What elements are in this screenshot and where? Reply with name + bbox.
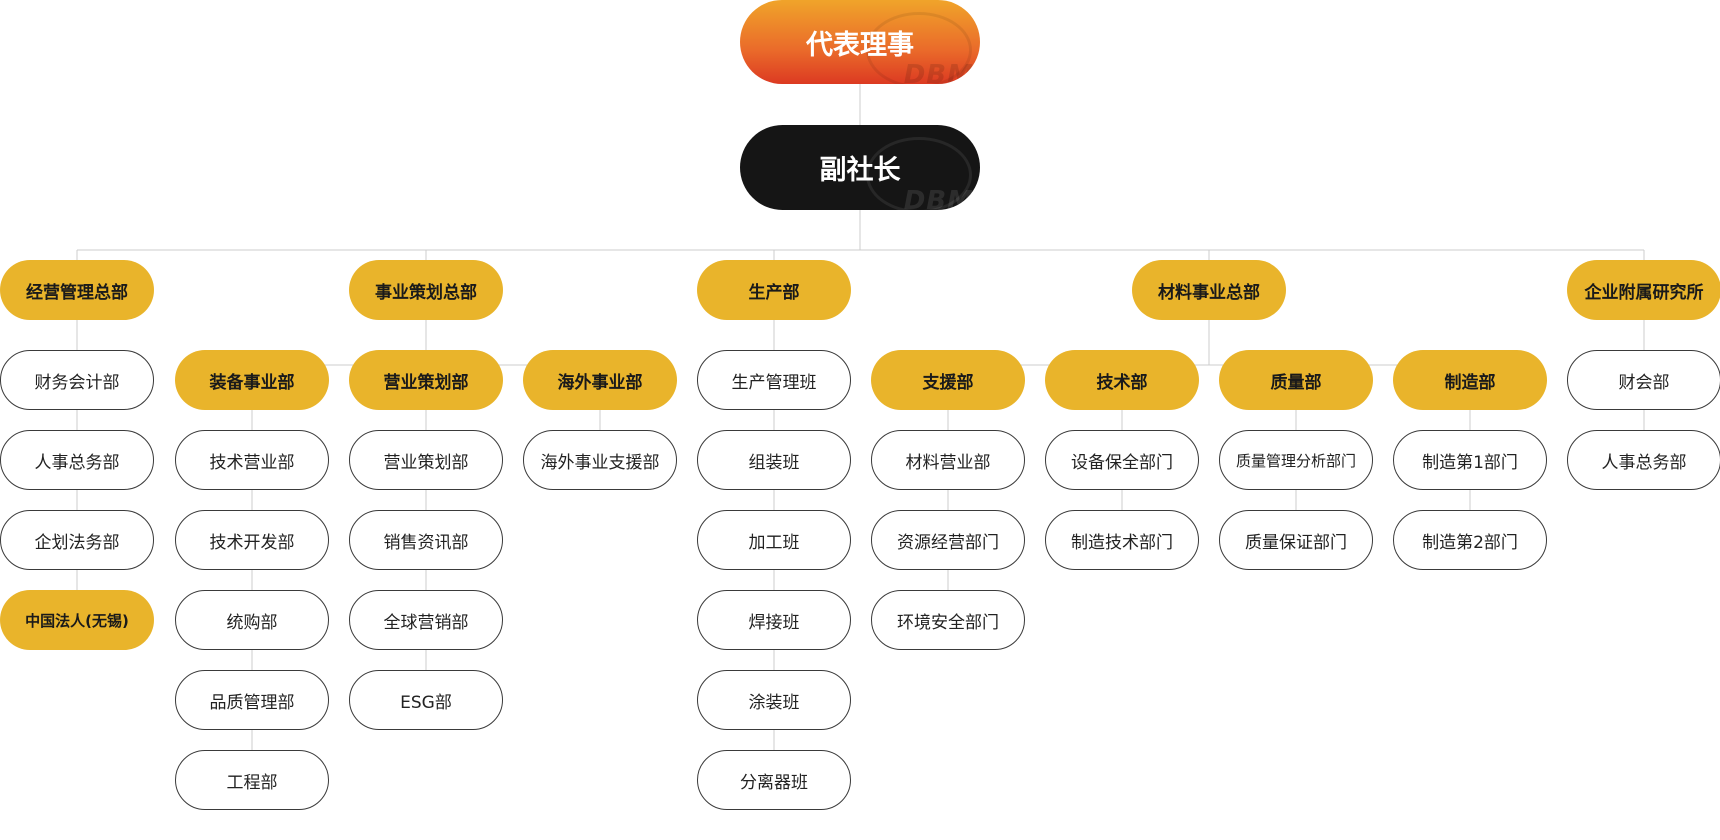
department-node: 装备事业部 [175,350,329,410]
sub-unit-node: 资源经营部门 [871,510,1025,570]
department-node: 生产管理班 [697,350,851,410]
sub-unit-node: 质量保证部门 [1219,510,1373,570]
department-node: 质量部 [1219,350,1373,410]
representative-director-label: 代表理事 [806,29,914,61]
logo-watermark-ring [866,12,972,84]
department-node: 营业策划部 [349,350,503,410]
sub-unit-node: 海外事业支援部 [523,430,677,490]
department-node: 中国法人(无锡) [0,590,154,650]
department-node: 分离器班 [697,750,851,810]
department-node: 人事总务部 [1567,430,1720,490]
department-node: 企划法务部 [0,510,154,570]
sub-unit-node: 全球营销部 [349,590,503,650]
division-node: 事业策划总部 [349,260,503,320]
sub-unit-node: 材料营业部 [871,430,1025,490]
sub-unit-node: 制造第1部门 [1393,430,1547,490]
logo-watermark: DBM [903,186,974,210]
sub-unit-node: 制造技术部门 [1045,510,1199,570]
department-node: 支援部 [871,350,1025,410]
sub-unit-node: 工程部 [175,750,329,810]
division-node: 经营管理总部 [0,260,154,320]
division-node: 企业附属研究所 [1567,260,1720,320]
department-node: 加工班 [697,510,851,570]
sub-unit-node: 设备保全部门 [1045,430,1199,490]
sub-unit-node: 技术营业部 [175,430,329,490]
department-node: 组装班 [697,430,851,490]
vice-president-node: DBM 副社长 [740,125,980,210]
sub-unit-node: ESG部 [349,670,503,730]
department-node: 财会部 [1567,350,1720,410]
sub-unit-node: 营业策划部 [349,430,503,490]
division-node: 生产部 [697,260,851,320]
sub-unit-node: 制造第2部门 [1393,510,1547,570]
sub-unit-node: 质量管理分析部门 [1219,430,1373,490]
logo-watermark-ring [866,137,972,210]
department-node: 海外事业部 [523,350,677,410]
sub-unit-node: 环境安全部门 [871,590,1025,650]
sub-unit-node: 统购部 [175,590,329,650]
sub-unit-node: 品质管理部 [175,670,329,730]
sub-unit-node: 销售资讯部 [349,510,503,570]
vice-president-label: 副社长 [819,155,901,186]
sub-unit-node: 技术开发部 [175,510,329,570]
representative-director-node: DBM 代表理事 [740,0,980,84]
department-node: 财务会计部 [0,350,154,410]
department-node: 技术部 [1045,350,1199,410]
department-node: 制造部 [1393,350,1547,410]
division-node: 材料事业总部 [1132,260,1286,320]
department-node: 焊接班 [697,590,851,650]
department-node: 涂装班 [697,670,851,730]
department-node: 人事总务部 [0,430,154,490]
logo-watermark: DBM [903,60,974,84]
